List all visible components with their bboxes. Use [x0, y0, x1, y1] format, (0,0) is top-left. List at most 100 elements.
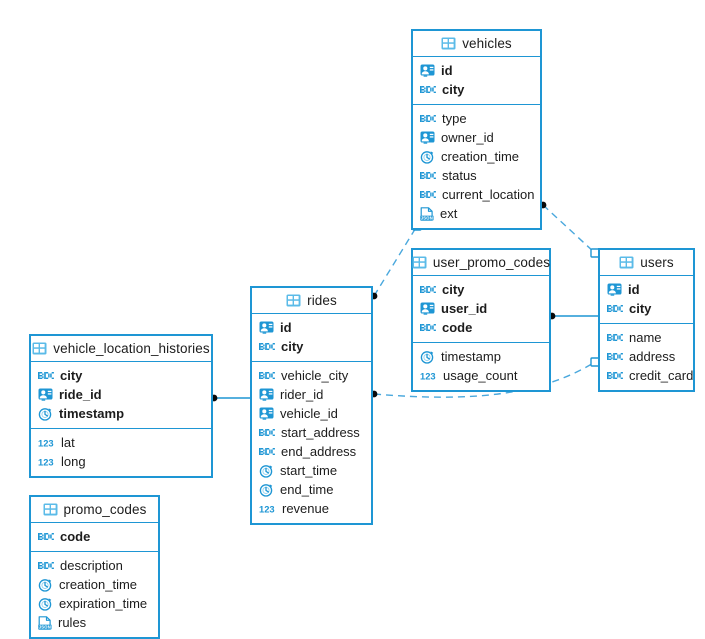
field-revenue[interactable]: 123 revenue: [252, 499, 371, 518]
field-label: creation_time: [441, 149, 520, 164]
field-label: id: [280, 320, 292, 335]
field-expiration_time[interactable]: expiration_time: [31, 594, 158, 613]
table-icon: [43, 503, 58, 516]
field-vehicle_id[interactable]: vehicle_id: [252, 404, 371, 423]
abc-string-icon: [420, 322, 436, 334]
columns-section: description creation_time expiration_tim…: [31, 552, 158, 637]
field-rules[interactable]: JSON rules: [31, 613, 158, 632]
field-user_id[interactable]: user_id: [413, 299, 549, 318]
svg-text:JSON: JSON: [421, 215, 433, 220]
field-address[interactable]: address: [600, 347, 693, 366]
field-long[interactable]: 123 long: [31, 452, 211, 471]
field-end_time[interactable]: end_time: [252, 480, 371, 499]
table-header[interactable]: user_promo_codes: [412, 250, 551, 276]
field-city[interactable]: city: [413, 280, 549, 299]
svg-text:123: 123: [420, 370, 436, 381]
relationship-user-promo-codes-to-users[interactable]: [548, 312, 598, 320]
field-type[interactable]: type: [413, 109, 540, 128]
table-icon: [441, 37, 456, 50]
field-rider_id[interactable]: rider_id: [252, 385, 371, 404]
field-start_time[interactable]: start_time: [252, 461, 371, 480]
primary-key-section: id city: [600, 276, 693, 324]
field-lat[interactable]: 123 lat: [31, 433, 211, 452]
field-label: vehicle_city: [281, 368, 349, 383]
field-label: ride_id: [59, 387, 102, 402]
table-name: users: [640, 255, 674, 270]
field-label: rules: [58, 615, 87, 630]
field-owner_id[interactable]: owner_id: [413, 128, 540, 147]
table-header[interactable]: rides: [252, 288, 371, 314]
field-city[interactable]: city: [600, 299, 693, 318]
table-rides[interactable]: rides id city: [250, 286, 373, 525]
field-label: city: [442, 82, 465, 97]
table-header[interactable]: users: [600, 250, 693, 276]
field-timestamp[interactable]: timestamp: [31, 404, 211, 423]
abc-string-icon: [607, 332, 623, 344]
123-number-icon: 123: [38, 456, 55, 468]
field-status[interactable]: status: [413, 166, 540, 185]
table-name: promo_codes: [63, 502, 147, 517]
field-current_location[interactable]: current_location: [413, 185, 540, 204]
field-label: start_address: [281, 425, 360, 440]
field-label: city: [281, 339, 304, 354]
field-id[interactable]: id: [600, 280, 693, 299]
field-city[interactable]: city: [31, 366, 211, 385]
field-vehicle_city[interactable]: vehicle_city: [252, 366, 371, 385]
table-header[interactable]: vehicle_location_histories: [31, 336, 211, 362]
field-city[interactable]: city: [413, 80, 540, 99]
field-id[interactable]: id: [252, 318, 371, 337]
relationship-vehicle-location-histories-to-rides[interactable]: [210, 394, 250, 402]
clock-icon: [259, 464, 274, 478]
primary-key-section: id city: [413, 57, 540, 105]
field-ext[interactable]: JSON ext: [413, 204, 540, 223]
columns-section: 123 lat 123 long: [31, 429, 211, 476]
abc-string-icon: [420, 170, 436, 182]
field-label: start_time: [280, 463, 338, 478]
table-vehicles[interactable]: vehicles id city: [411, 29, 542, 230]
field-city[interactable]: city: [252, 337, 371, 356]
field-ride_id[interactable]: ride_id: [31, 385, 211, 404]
field-code[interactable]: code: [413, 318, 549, 337]
field-label: id: [628, 282, 640, 297]
field-end_address[interactable]: end_address: [252, 442, 371, 461]
field-usage_count[interactable]: 123 usage_count: [413, 366, 549, 385]
field-creation_time[interactable]: creation_time: [31, 575, 158, 594]
field-id[interactable]: id: [413, 61, 540, 80]
id-card-icon: [38, 388, 53, 401]
primary-key-section: code: [31, 523, 158, 552]
abc-string-icon: [259, 370, 275, 382]
abc-string-icon: [259, 427, 275, 439]
table-name: user_promo_codes: [432, 255, 551, 270]
table-header[interactable]: promo_codes: [31, 497, 158, 523]
table-name: vehicle_location_histories: [53, 341, 210, 356]
clock-icon: [38, 597, 53, 611]
field-name[interactable]: name: [600, 328, 693, 347]
field-credit_card[interactable]: credit_card: [600, 366, 693, 385]
field-creation_time[interactable]: creation_time: [413, 147, 540, 166]
field-label: id: [441, 63, 453, 78]
table-vehicle_location_histories[interactable]: vehicle_location_histories city ride_id …: [29, 334, 213, 478]
field-label: credit_card: [629, 368, 694, 383]
primary-key-section: city ride_id timestamp: [31, 362, 211, 429]
field-label: description: [60, 558, 123, 573]
table-users[interactable]: users id city: [598, 248, 695, 392]
id-card-icon: [259, 321, 274, 334]
id-card-icon: [259, 407, 274, 420]
field-label: timestamp: [59, 406, 125, 421]
abc-string-icon: [420, 113, 436, 125]
table-promo_codes[interactable]: promo_codes code description: [29, 495, 160, 639]
clock-icon: [259, 483, 274, 497]
json-document-icon: JSON: [38, 615, 52, 630]
field-label: code: [60, 529, 91, 544]
table-header[interactable]: vehicles: [413, 31, 540, 57]
columns-section: timestamp 123 usage_count: [413, 343, 549, 390]
field-label: lat: [61, 435, 75, 450]
abc-string-icon: [38, 560, 54, 572]
columns-section: vehicle_city rider_id vehicle_id: [252, 362, 371, 523]
abc-string-icon: [420, 84, 436, 96]
field-timestamp[interactable]: timestamp: [413, 347, 549, 366]
field-code[interactable]: code: [31, 527, 158, 546]
table-user_promo_codes[interactable]: user_promo_codes city user_id: [411, 248, 551, 392]
field-description[interactable]: description: [31, 556, 158, 575]
field-start_address[interactable]: start_address: [252, 423, 371, 442]
